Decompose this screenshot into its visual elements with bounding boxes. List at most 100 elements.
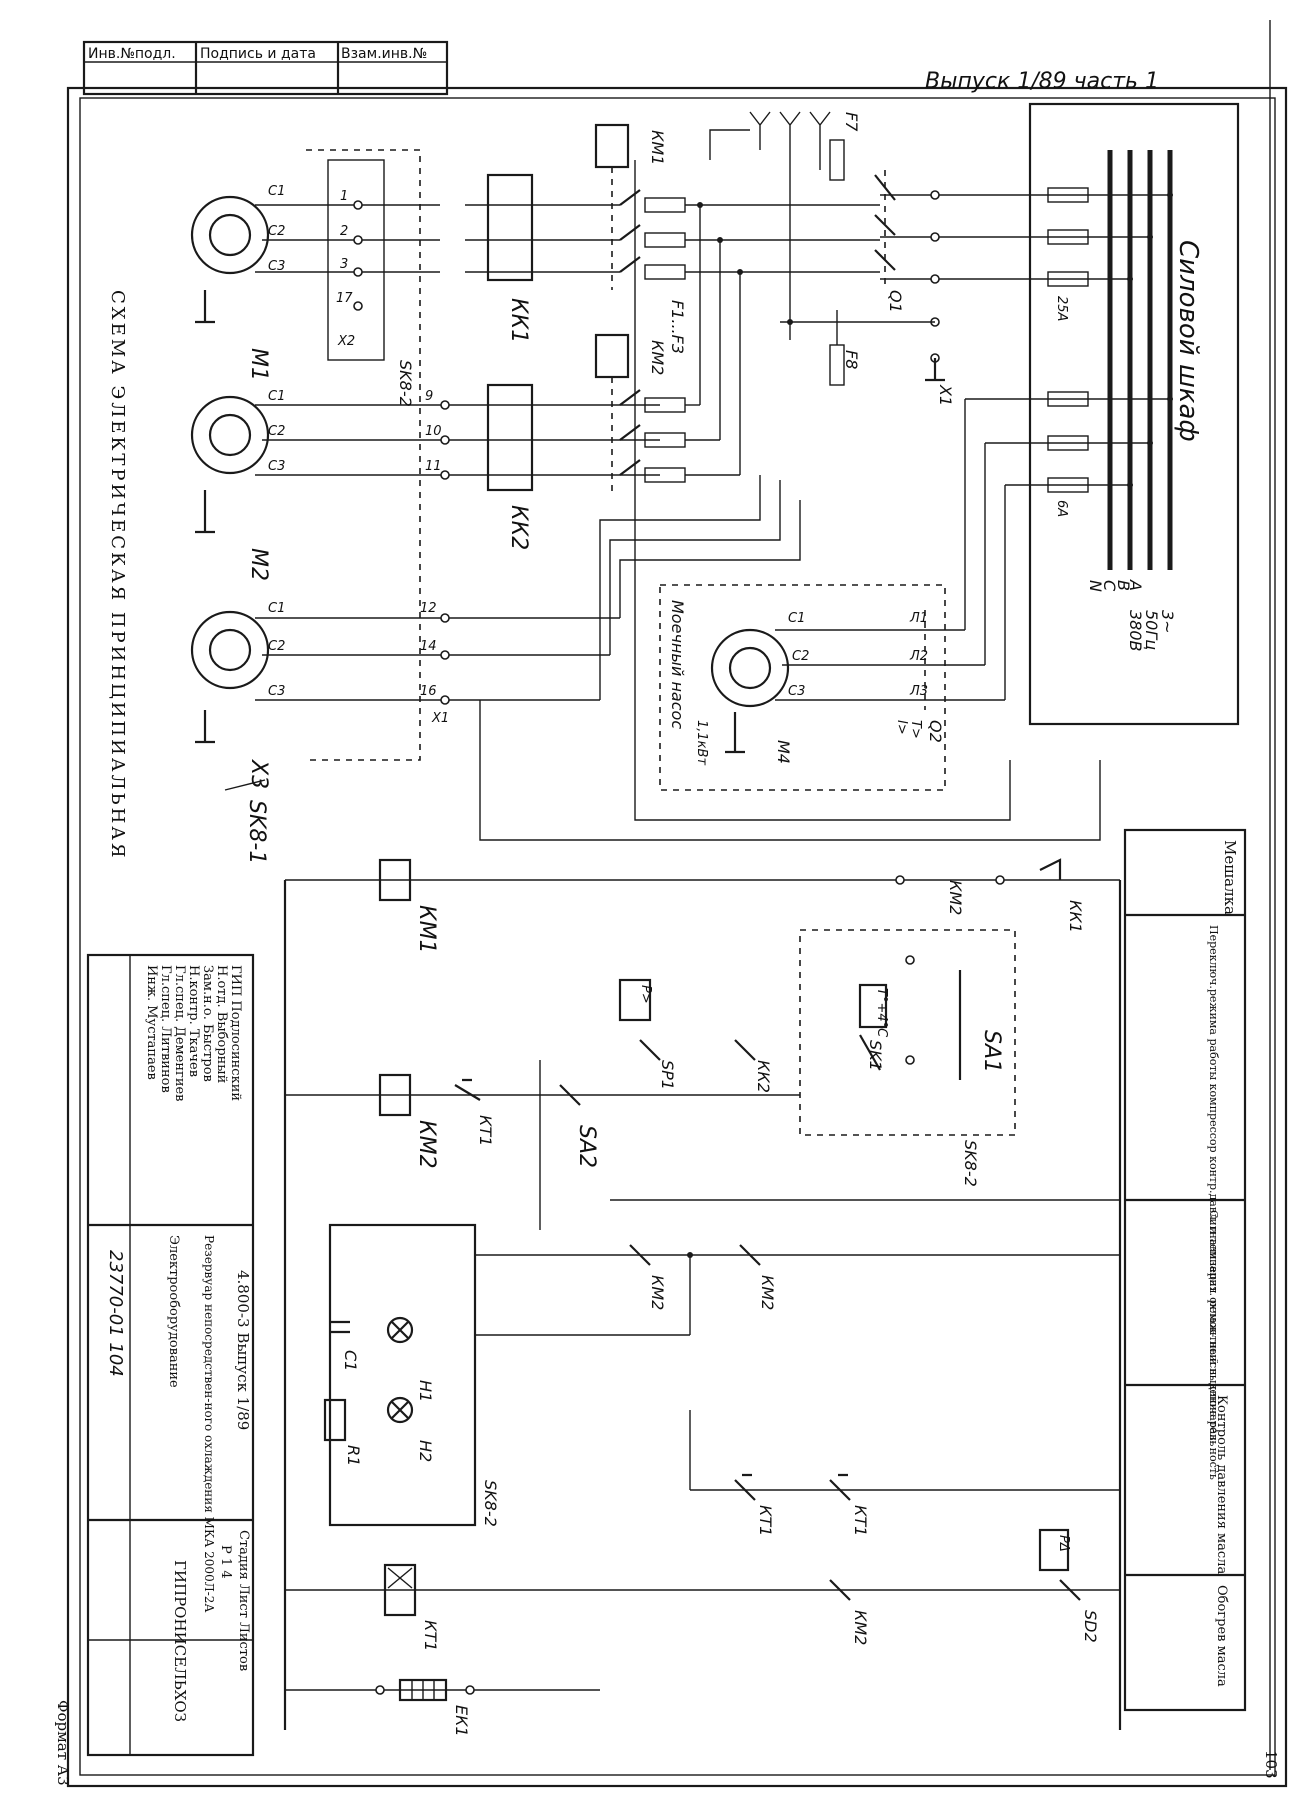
stamp-vzam-inv: Взам.инв.№ — [341, 46, 427, 62]
pump-c2: С2 — [792, 649, 809, 664]
svg-text:СХЕМА ЭЛЕКТРИЧЕСКАЯ ПРИНЦИПИАЛ: СХЕМА ЭЛЕКТРИЧЕСКАЯ ПРИНЦИПИАЛЬНАЯ — [107, 290, 128, 860]
kt1-coil-label: КТ1 — [421, 1620, 440, 1651]
sk8-1-label: SK8-1 — [244, 800, 269, 864]
phase-c: C — [1100, 580, 1119, 592]
m2-pin-9: 9 — [425, 389, 433, 404]
column-mixer: Мешалка — [1221, 840, 1239, 915]
pump-motor-label: М4 — [774, 740, 793, 764]
kt1-contact-2-label: КТ1 — [851, 1505, 870, 1536]
pump-c3: С3 — [788, 684, 805, 699]
km1-coil-label: КМ1 — [414, 905, 439, 954]
sp1-label: SP1 — [658, 1060, 677, 1090]
km2-contact-3-label: КМ2 — [758, 1275, 777, 1310]
cabinet-title: Силовой шкаф — [1173, 240, 1203, 442]
ek1-label: ЕК1 — [452, 1705, 471, 1737]
m1-pin-3: 3 — [340, 257, 348, 272]
h1-label: Н1 — [416, 1380, 435, 1402]
motor-m2: С1 С2 С3 М2 9 10 11 — [190, 389, 500, 581]
resistor-r1: R1 — [323, 1398, 363, 1466]
kk1-label: КК1 — [506, 298, 531, 343]
column-oil-heating: Обогрев масла — [1214, 1585, 1229, 1687]
km2-contact-2-label: КМ2 — [648, 1275, 667, 1310]
phase-a: A — [1126, 579, 1145, 591]
q1-label: Q1 — [886, 290, 905, 313]
fuse-f7: F7 — [829, 112, 861, 181]
x1-top-label: Х1 — [936, 384, 955, 406]
m2-c1: С1 — [268, 389, 285, 404]
signal-block — [328, 1223, 477, 1527]
stamp-inv-podl: Инв.№подл. — [88, 46, 176, 62]
tb-stage-header: Стадия Лист Листов — [236, 1530, 251, 1671]
motor-m3: С1 С2 С3 Х3 12 14 16 Х1 — [190, 601, 620, 789]
supply-voltage: 380В — [1126, 610, 1145, 652]
supply-frequency: 50Гц — [1142, 610, 1161, 650]
fuses-f1-f3-label: F1...F3 — [668, 300, 687, 354]
fuses-f1-f3: F1...F3 — [644, 197, 880, 483]
tb-person-1: Н.отд. Выборный — [214, 965, 229, 1083]
m1-c3: С3 — [268, 259, 285, 274]
thermostat-sk1: Т°+4°С SK1 — [858, 983, 889, 1071]
power-cabinet: Силовой шкаф A B C N 3~ 50Гц 380В 25А 6А — [880, 102, 1240, 726]
m3-c3: С3 — [268, 684, 285, 699]
motor-m1: С1 С2 С3 М1 1 2 3 17 Х2 — [190, 159, 440, 381]
pump-label: Моечный насос — [668, 600, 687, 729]
svg-text:Формат А3: Формат А3 — [54, 1700, 72, 1786]
m3-c1: С1 — [268, 601, 285, 616]
function-columns: Мешалка Переключ.режима работы компрессо… — [1123, 828, 1247, 1712]
pd-box-label: РΔ — [1056, 1535, 1071, 1552]
m2-c2: С2 — [268, 424, 285, 439]
pump-wire-l3: Л3 — [909, 684, 928, 699]
pump-c1: С1 — [788, 611, 805, 626]
sk8-2-lower-label: SK8-2 — [481, 1480, 500, 1527]
km2-coil: КМ2 КТ1 SA2 P> SP1 КК2 — [378, 978, 773, 1169]
m1-c2: С2 — [268, 224, 285, 239]
tb-object: Резервуар непосредствен-ного охлаждения … — [202, 1235, 216, 1613]
m2-pin-11: 11 — [425, 459, 442, 474]
tb-person-6: Инж. Мустапаев — [144, 965, 159, 1080]
m2-c3: С3 — [268, 459, 285, 474]
q2-instant-mark: I> — [894, 720, 909, 735]
svg-text:103: 103 — [1262, 1750, 1280, 1779]
sd2-label: SD2 — [1081, 1610, 1100, 1643]
column-mode-switch: Переключ.режима работы компрессор контр.… — [1207, 925, 1220, 1446]
m2-pin-10: 10 — [425, 424, 442, 439]
m1-label: М1 — [246, 348, 271, 381]
tb-person-5: Гл.спец. Литвинов — [158, 965, 173, 1093]
corner-stamp: Инв.№подл. Подпись и дата Взам.инв.№ — [82, 40, 449, 96]
outer-frame — [66, 86, 1288, 1788]
h2-label: Н2 — [416, 1440, 435, 1462]
column-oil-pressure: Контроль давления масла — [1214, 1395, 1229, 1574]
kt1-contacts: КТ1 КТ1 — [734, 1473, 870, 1536]
diagram-title: СХЕМА ЭЛЕКТРИЧЕСКАЯ ПРИНЦИПИАЛЬНАЯ — [107, 290, 128, 860]
sp-box-label: P> — [638, 985, 653, 1004]
column-signaling: Сигнализация охлаж- неисп- дение рав- но… — [1207, 1210, 1220, 1480]
m3-pin-14: 14 — [420, 639, 437, 654]
km2-power-label: КМ2 — [648, 340, 667, 375]
contactor-km2: КМ2 — [460, 333, 667, 495]
q2-thermal-mark: T> — [908, 720, 923, 739]
wash-pump: С1 С2 С3 Л1 Л2 Л3 Q2 T> I> Моечный насос… — [659, 399, 1006, 791]
m3-connector: Х1 — [431, 711, 449, 726]
phase-b: B — [1114, 580, 1133, 591]
kk1-contact-label: КК1 — [1066, 900, 1085, 933]
contactor-km1: КМ1 — [594, 123, 667, 290]
c1-label: С1 — [341, 1350, 360, 1371]
sa1-label: SA1 — [979, 1030, 1004, 1073]
m1-pin-17: 17 — [336, 291, 353, 306]
tb-section: Электрооборудование — [166, 1235, 181, 1388]
m1-pin-1: 1 — [340, 189, 348, 204]
r1-label: R1 — [344, 1445, 363, 1466]
issue-header: Выпуск 1/89 часть 1 — [925, 69, 1159, 94]
title-block: ГИП Подлосинский Н.отд. Выборный Зам.н.о… — [86, 953, 255, 1757]
capacitor-c1: С1 — [330, 1320, 360, 1371]
m2-label: М2 — [246, 548, 271, 581]
tb-code: 4.800-3 Выпуск 1/89 — [234, 1270, 252, 1430]
sk1-label: SK1 — [866, 1040, 885, 1071]
sheet-number: 103 — [1262, 1750, 1280, 1779]
relay-kk1: КК1 — [465, 173, 620, 343]
tb-person-3: Н.контр. Ткачев — [186, 965, 201, 1077]
km2-contact-1-label: КМ2 — [946, 880, 965, 915]
f8-label: F8 — [842, 350, 861, 369]
fuse-6a-label: 6А — [1054, 500, 1069, 517]
